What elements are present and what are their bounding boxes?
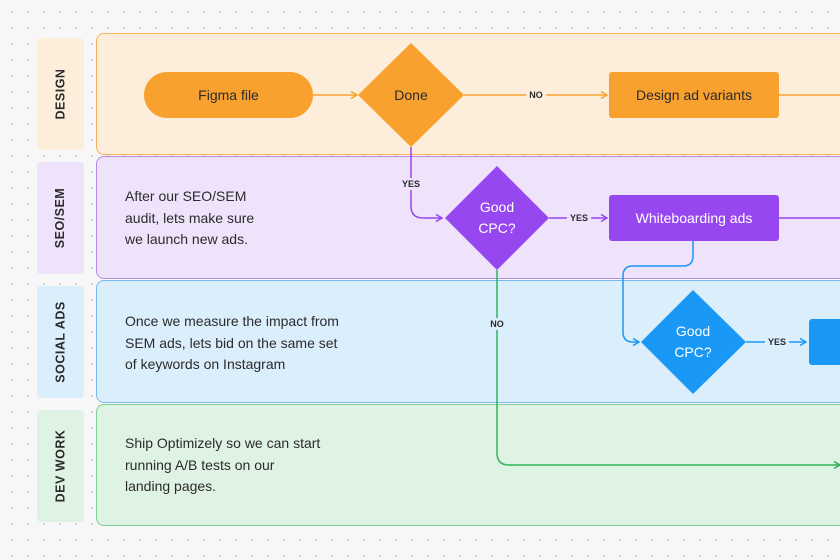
note-line: Once we measure the impact from [125,313,339,329]
note-line: After our SEO/SEM [125,188,247,204]
connector-done-to-good-cpc-1 [410,147,442,218]
note-line: SEM ads, lets bid on the same set [125,334,338,351]
edge-label-yes: YES [764,336,790,348]
note-line: landing pages. [125,478,217,494]
node-done-decision[interactable] [358,43,464,147]
lane-label-design: DESIGN [37,38,84,150]
lane-note-social-ads: Once we measure the impact from SEM ads,… [125,311,339,376]
node-good-cpc-1-decision[interactable] [445,166,549,270]
edge-label-yes: YES [566,212,592,224]
node-figma-file[interactable] [144,72,313,118]
node-social-ads-next[interactable] [809,319,840,365]
edge-label-yes: YES [398,178,424,190]
edge-label-no: NO [487,318,507,330]
note-line: we launch new ads. [125,231,248,247]
note-line: Ship Optimizely so we can start [125,435,321,451]
node-whiteboarding-ads[interactable] [609,195,779,241]
lane-label-social-ads: SOCIAL ADS [37,286,84,398]
connector-whiteboarding-to-good-cpc-2 [622,241,694,342]
lane-label-dev-work: DEV WORK [37,410,84,522]
lane-note-seo-sem: After our SEO/SEM audit, lets make sure … [125,186,254,251]
lane-label-seo-sem: SEO/SEM [37,162,84,274]
note-line: of keywords on Instagram [125,356,286,372]
node-good-cpc-2-decision[interactable] [641,290,746,394]
connector-good-cpc-1-to-dev [496,270,840,465]
note-line: running A/B tests on our [125,456,275,473]
lane-note-dev-work: Ship Optimizely so we can start running … [125,433,320,498]
note-line: audit, lets make sure [125,209,255,226]
edge-label-no: NO [526,89,546,101]
node-design-ad-variants[interactable] [609,72,779,118]
